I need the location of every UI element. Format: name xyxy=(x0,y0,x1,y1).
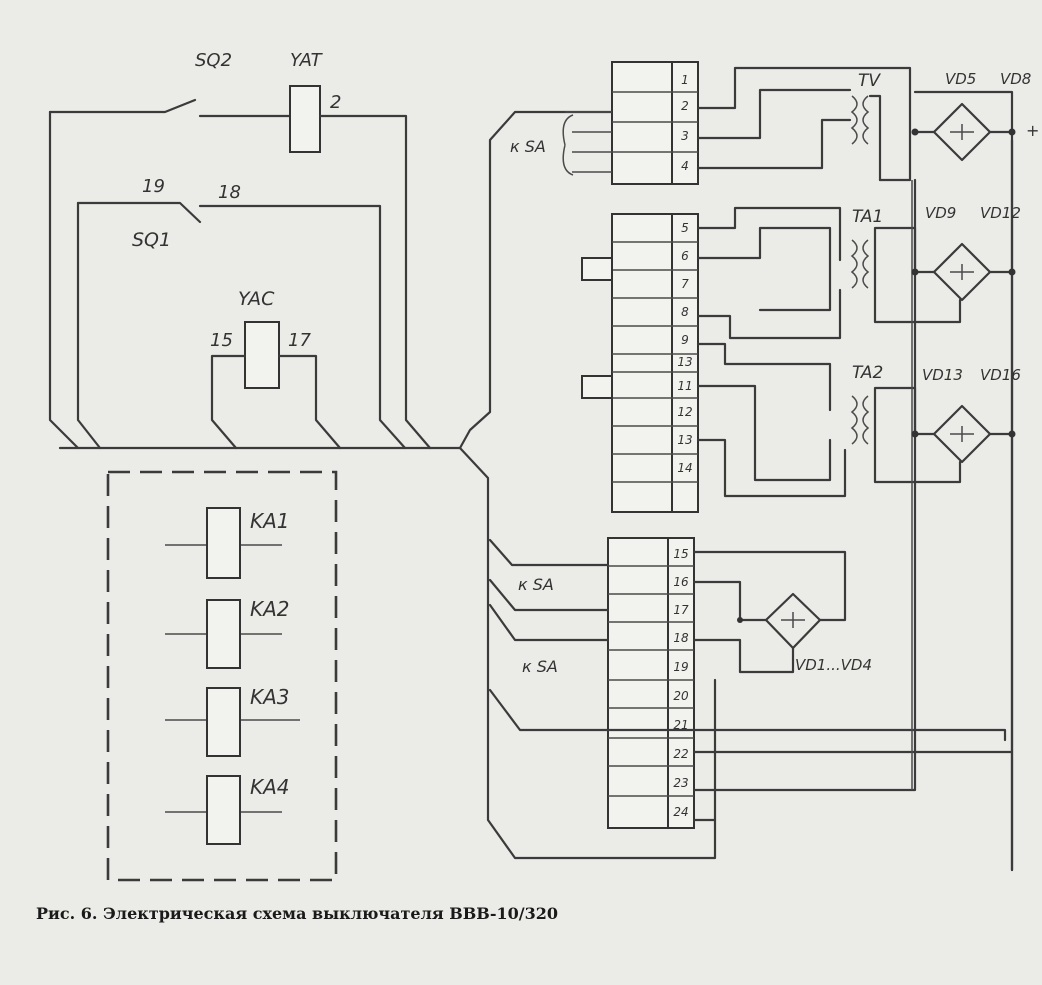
label-vd1-vd4: VD1...VD4 xyxy=(795,656,872,674)
label-n15: 15 xyxy=(210,330,233,351)
sq2-yat-circuit xyxy=(48,85,432,450)
current-relays xyxy=(165,507,300,845)
transformer-tv xyxy=(696,66,912,182)
label-n2: 2 xyxy=(330,92,341,113)
label-ta2: TA2 xyxy=(852,363,883,383)
label-n19: 19 xyxy=(142,176,165,197)
label-vd8: VD8 xyxy=(1000,70,1031,88)
terminal-number-top: 11 xyxy=(677,379,692,393)
ka1-coil xyxy=(206,507,241,579)
terminal-block-lower xyxy=(607,537,695,829)
label-vd9: VD9 xyxy=(925,204,956,222)
diagram-labels: SQ2 YAT 2 19 18 SQ1 YAC 15 17 KA1 KA2 KA… xyxy=(132,50,1039,799)
ka4-coil xyxy=(206,775,241,845)
transformer-ta1 xyxy=(696,206,962,340)
terminal-number-bottom: 15 xyxy=(673,547,688,561)
bridge-vd9-vd12 xyxy=(932,242,1014,302)
label-ka1: KA1 xyxy=(250,509,290,533)
terminal-number-bottom: 20 xyxy=(673,689,689,703)
label-sa2: к SA xyxy=(518,575,554,594)
terminal-number-top: 14 xyxy=(677,461,692,475)
label-plus: + xyxy=(1026,121,1039,140)
label-sa3: к SA xyxy=(522,657,558,676)
label-yac: YAC xyxy=(238,288,275,310)
label-vd13: VD13 xyxy=(922,366,963,384)
terminal-number-top: 13 xyxy=(677,355,692,369)
main-bus xyxy=(58,110,614,450)
terminal-number-top: 12 xyxy=(677,405,692,419)
relay-enclosure xyxy=(106,470,338,882)
label-ta1: TA1 xyxy=(852,207,883,227)
terminal-number-top: 1 xyxy=(681,73,689,87)
terminal-block-upper xyxy=(581,61,699,513)
label-tv: TV xyxy=(858,71,881,91)
label-sa1: к SA xyxy=(510,137,546,156)
terminal-number-bottom: 22 xyxy=(673,747,688,761)
terminal-number-bottom: 23 xyxy=(673,776,688,790)
ka2-coil xyxy=(206,599,241,669)
label-vd12: VD12 xyxy=(980,204,1021,222)
label-sq1: SQ1 xyxy=(132,229,171,251)
bridge-vd1-vd4 xyxy=(692,550,847,674)
label-yat: YAT xyxy=(290,50,324,71)
label-vd16: VD16 xyxy=(980,366,1021,384)
label-ka4: KA4 xyxy=(250,775,290,799)
terminal-number-top: 8 xyxy=(681,305,689,319)
terminal-number-bottom: 18 xyxy=(673,631,689,645)
yat-coil xyxy=(289,85,321,153)
terminal-number-top: 9 xyxy=(681,333,689,347)
junction-dots xyxy=(737,128,1016,623)
terminal-number-top: 6 xyxy=(681,249,689,263)
terminal-number-top: 3 xyxy=(681,129,689,143)
label-ka3: KA3 xyxy=(250,685,290,709)
terminal-number-top: 5 xyxy=(681,221,689,235)
terminal-number-bottom: 21 xyxy=(673,718,688,732)
label-n18: 18 xyxy=(218,182,241,203)
bridge-vd13-vd16 xyxy=(932,404,1014,464)
transformer-ta2 xyxy=(696,342,962,498)
terminal-number-top: 7 xyxy=(681,277,689,291)
label-sq2: SQ2 xyxy=(195,50,232,71)
label-n17: 17 xyxy=(288,330,311,351)
terminal-number-top: 4 xyxy=(681,159,689,173)
label-vd5: VD5 xyxy=(945,70,976,88)
terminal-number-bottom: 17 xyxy=(673,603,689,617)
yac-coil xyxy=(244,321,280,389)
terminal-number-bottom: 24 xyxy=(673,805,688,819)
terminal-number-top: 13 xyxy=(677,433,692,447)
figure-caption: Рис. 6. Электрическая схема выключателя … xyxy=(36,904,558,923)
sq1-yac-circuit xyxy=(76,201,407,450)
ka3-coil xyxy=(206,687,241,757)
terminal-number-bottom: 19 xyxy=(673,660,688,674)
terminal-number-bottom: 16 xyxy=(673,575,689,589)
label-ka2: KA2 xyxy=(250,597,290,621)
terminal-number-top: 2 xyxy=(681,99,689,113)
